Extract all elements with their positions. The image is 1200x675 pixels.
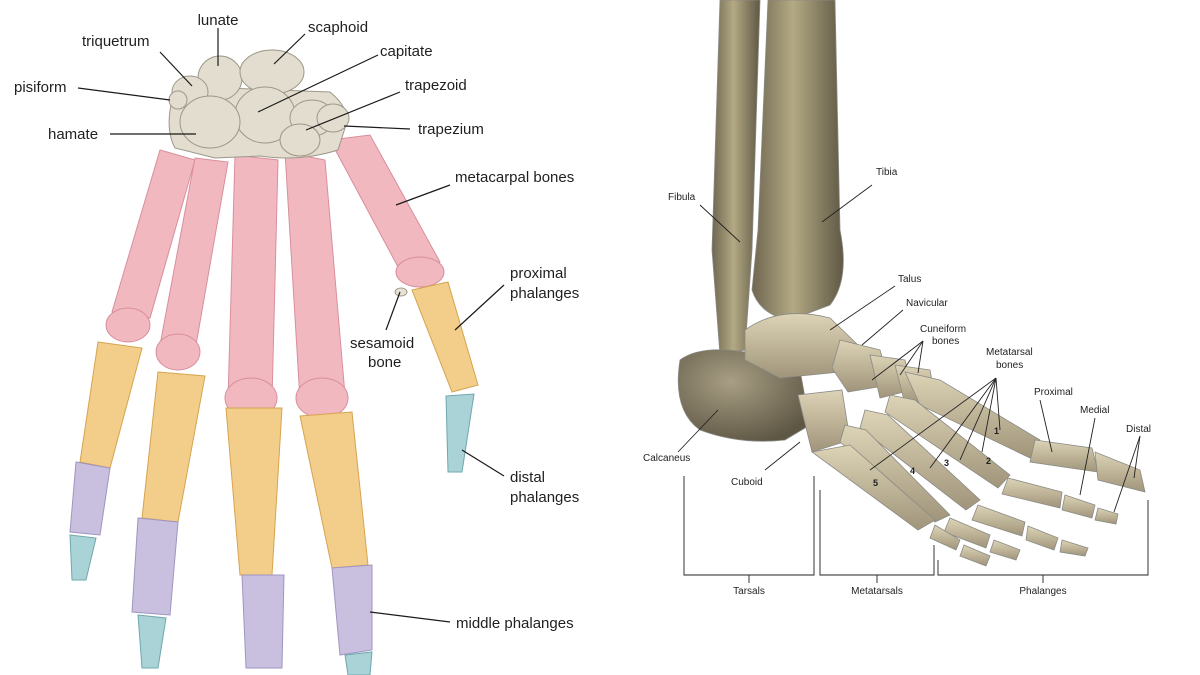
label-phalanges: Phalanges	[1019, 586, 1066, 597]
foot-leader-lines	[677, 184, 1141, 513]
label-sesamoid-1: sesamoid	[350, 335, 414, 352]
label-medial: Medial	[1080, 405, 1109, 416]
hand-illustration: lunate scaphoid triquetrum capitate trap…	[14, 12, 579, 675]
label-metatarsal-2: bones	[996, 360, 1023, 371]
metatarsal-number-3: 3	[944, 458, 949, 468]
tibia-bone	[751, 0, 844, 321]
label-proximal-phalanges-1: proximal	[510, 265, 567, 282]
label-triquetrum: triquetrum	[82, 33, 150, 50]
toe-phalanges	[929, 439, 1146, 567]
label-pisiform: pisiform	[14, 79, 67, 96]
foot-illustration: 1 2 3 4 5	[643, 0, 1151, 597]
label-metatarsals: Metatarsals	[851, 586, 903, 597]
label-sesamoid-2: bone	[368, 354, 401, 371]
proximal-phalanges	[79, 281, 479, 576]
label-fibula: Fibula	[668, 192, 696, 203]
metatarsal-number-1: 1	[994, 426, 999, 436]
talus-bone	[744, 313, 859, 379]
foot-labels: Fibula Tibia Talus Navicular Cuneiform b…	[643, 167, 1151, 597]
label-proximal: Proximal	[1034, 387, 1073, 398]
metatarsal-bones	[811, 371, 1041, 531]
metacarpal-bones	[105, 134, 445, 419]
fibula-bone	[711, 0, 761, 356]
label-metatarsal-1: Metatarsal	[986, 347, 1033, 358]
label-trapezoid: trapezoid	[405, 77, 467, 94]
label-cuboid: Cuboid	[731, 477, 763, 488]
sesamoid-bone	[394, 287, 408, 297]
hand-leader-lines	[77, 28, 505, 623]
label-lunate: lunate	[198, 12, 239, 29]
label-talus: Talus	[898, 274, 921, 285]
label-middle-phalanges: middle phalanges	[456, 615, 574, 632]
label-calcaneus: Calcaneus	[643, 453, 690, 464]
carpal-bones	[168, 49, 350, 159]
label-capitate: capitate	[380, 43, 433, 60]
label-cuneiform-2: bones	[932, 336, 959, 347]
label-trapezium: trapezium	[418, 121, 484, 138]
label-distal-phalanges-2: phalanges	[510, 489, 579, 506]
label-cuneiform-1: Cuneiform	[920, 324, 966, 335]
label-proximal-phalanges-2: phalanges	[510, 285, 579, 302]
label-tibia: Tibia	[876, 167, 898, 178]
label-navicular: Navicular	[906, 298, 948, 309]
label-distal-phalanges-1: distal	[510, 469, 545, 486]
label-metacarpal-bones: metacarpal bones	[455, 169, 574, 186]
metatarsal-number-2: 2	[986, 456, 991, 466]
metatarsal-number-4: 4	[910, 466, 915, 476]
foot-group-brackets	[683, 476, 1149, 583]
hand-labels: lunate scaphoid triquetrum capitate trap…	[14, 12, 579, 632]
label-hamate: hamate	[48, 126, 98, 143]
label-distal: Distal	[1126, 424, 1151, 435]
label-scaphoid: scaphoid	[308, 19, 368, 36]
label-tarsals: Tarsals	[733, 586, 765, 597]
metatarsal-number-5: 5	[873, 478, 878, 488]
metatarsal-numbers: 1 2 3 4 5	[873, 426, 999, 488]
distal-phalanges	[69, 393, 475, 675]
middle-phalanges	[69, 461, 373, 669]
